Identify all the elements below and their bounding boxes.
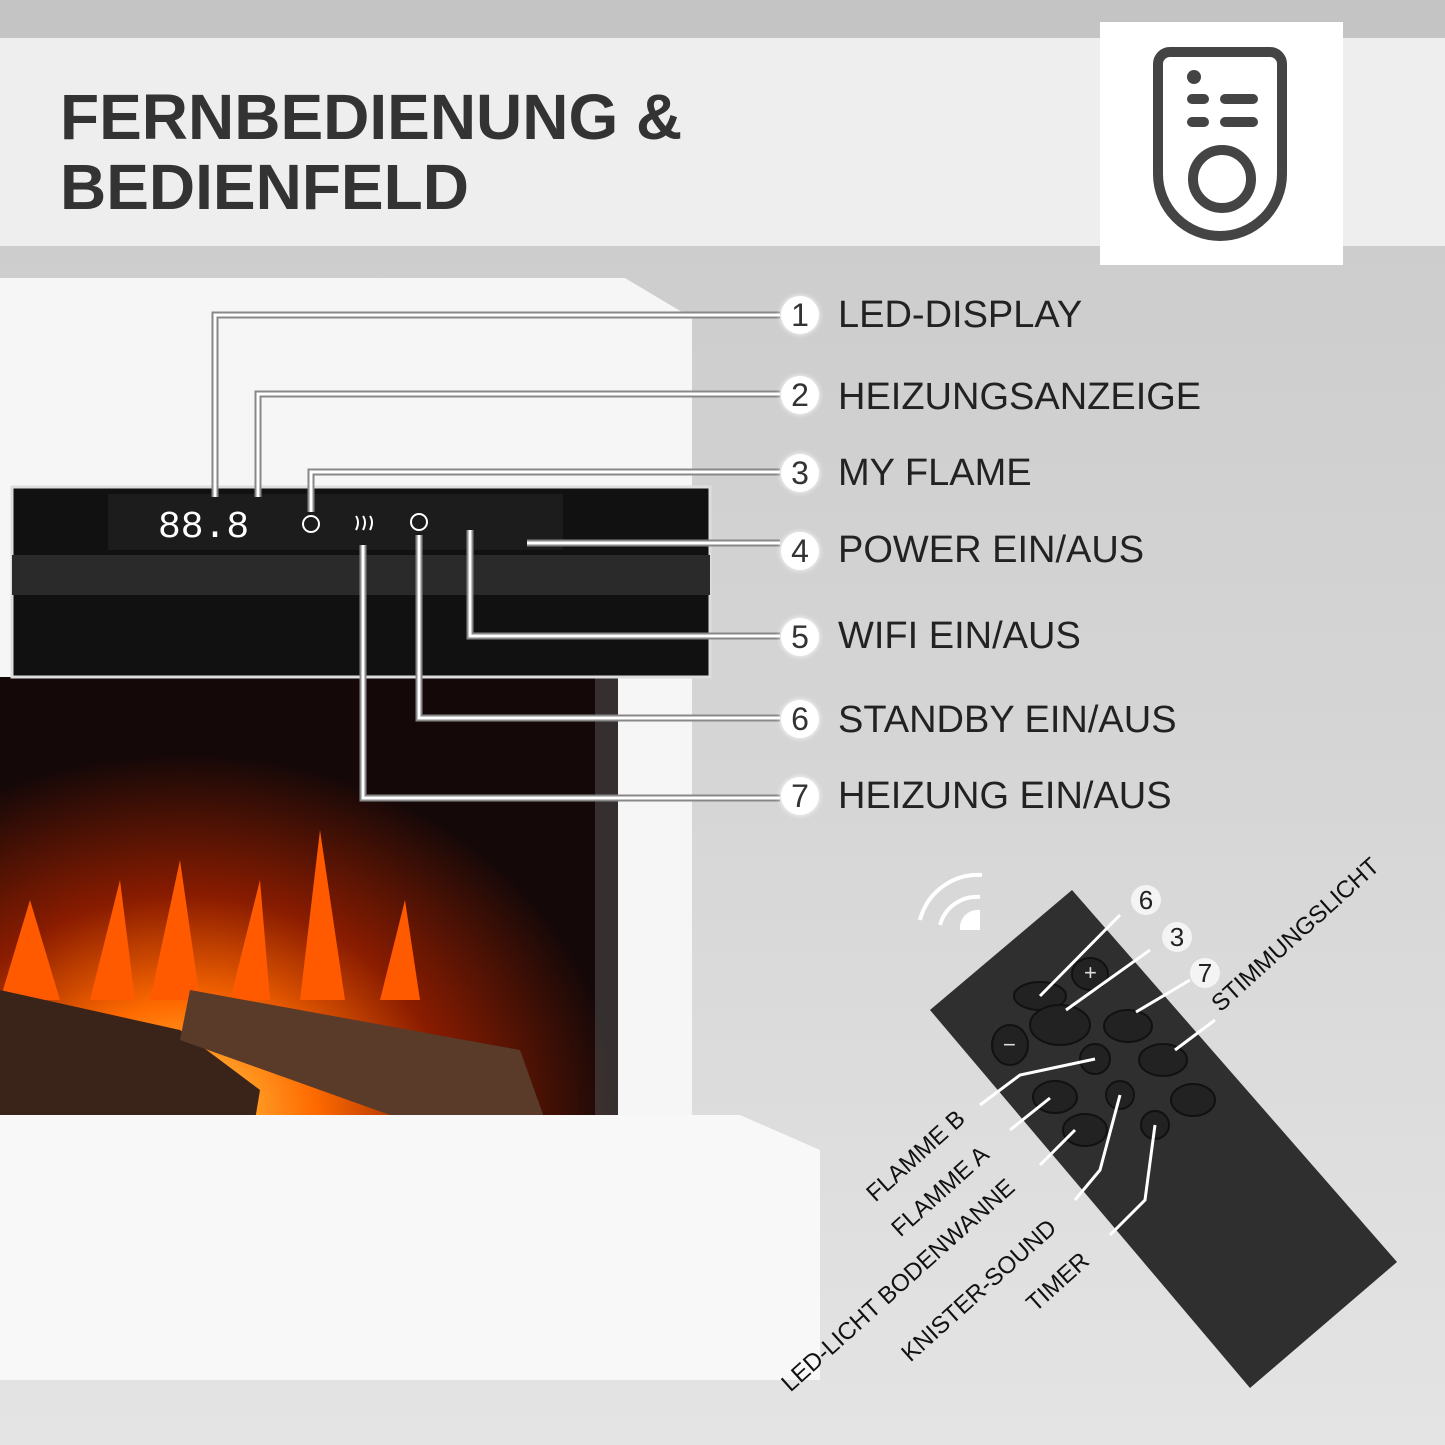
flames	[0, 830, 420, 1000]
remote-leader-lines	[979, 913, 1216, 1237]
callout-number-5: 5	[781, 618, 819, 656]
callout-label-my-flame: MY FLAME	[838, 452, 1032, 494]
log-1	[0, 990, 260, 1150]
callout-label-heizung: HEIZUNG EIN/AUS	[838, 775, 1172, 817]
minus-button: −	[1003, 1032, 1016, 1057]
callout-number-3: 3	[781, 454, 819, 492]
title-line-1: FERNBEDIENUNG &	[60, 81, 683, 153]
leader-lines	[213, 313, 780, 800]
remote-number-3: 3	[1162, 922, 1192, 952]
log-2	[180, 990, 545, 1140]
callout-label-led-display: LED-DISPLAY	[838, 294, 1083, 336]
callout-number-1: 1	[781, 296, 819, 334]
remote-number-7: 7	[1190, 958, 1220, 988]
callout-label-wifi: WIFI EIN/AUS	[838, 615, 1081, 657]
callout-number-7: 7	[781, 777, 819, 815]
title-line-2: BEDIENFELD	[60, 151, 469, 223]
remote-control-icon	[1153, 47, 1287, 241]
callout-label-standby: STANDBY EIN/AUS	[838, 699, 1177, 741]
remote-number-6: 6	[1131, 885, 1161, 915]
callout-label-power: POWER EIN/AUS	[838, 529, 1145, 571]
remote-control-icon-box	[1100, 22, 1343, 265]
callout-number-2: 2	[781, 376, 819, 414]
led-display: 88.8	[158, 506, 249, 549]
page-title: FERNBEDIENUNG & BEDIENFELD	[60, 82, 682, 222]
callout-number-6: 6	[781, 700, 819, 738]
callout-label-heizungsanzeige: HEIZUNGSANZEIGE	[838, 376, 1202, 418]
plus-button: +	[1084, 960, 1097, 985]
base	[0, 1115, 820, 1380]
wifi-signal-icon	[918, 872, 983, 926]
remote-buttons	[991, 957, 1216, 1147]
callout-number-4: 4	[781, 532, 819, 570]
remote-body	[930, 890, 1397, 1388]
